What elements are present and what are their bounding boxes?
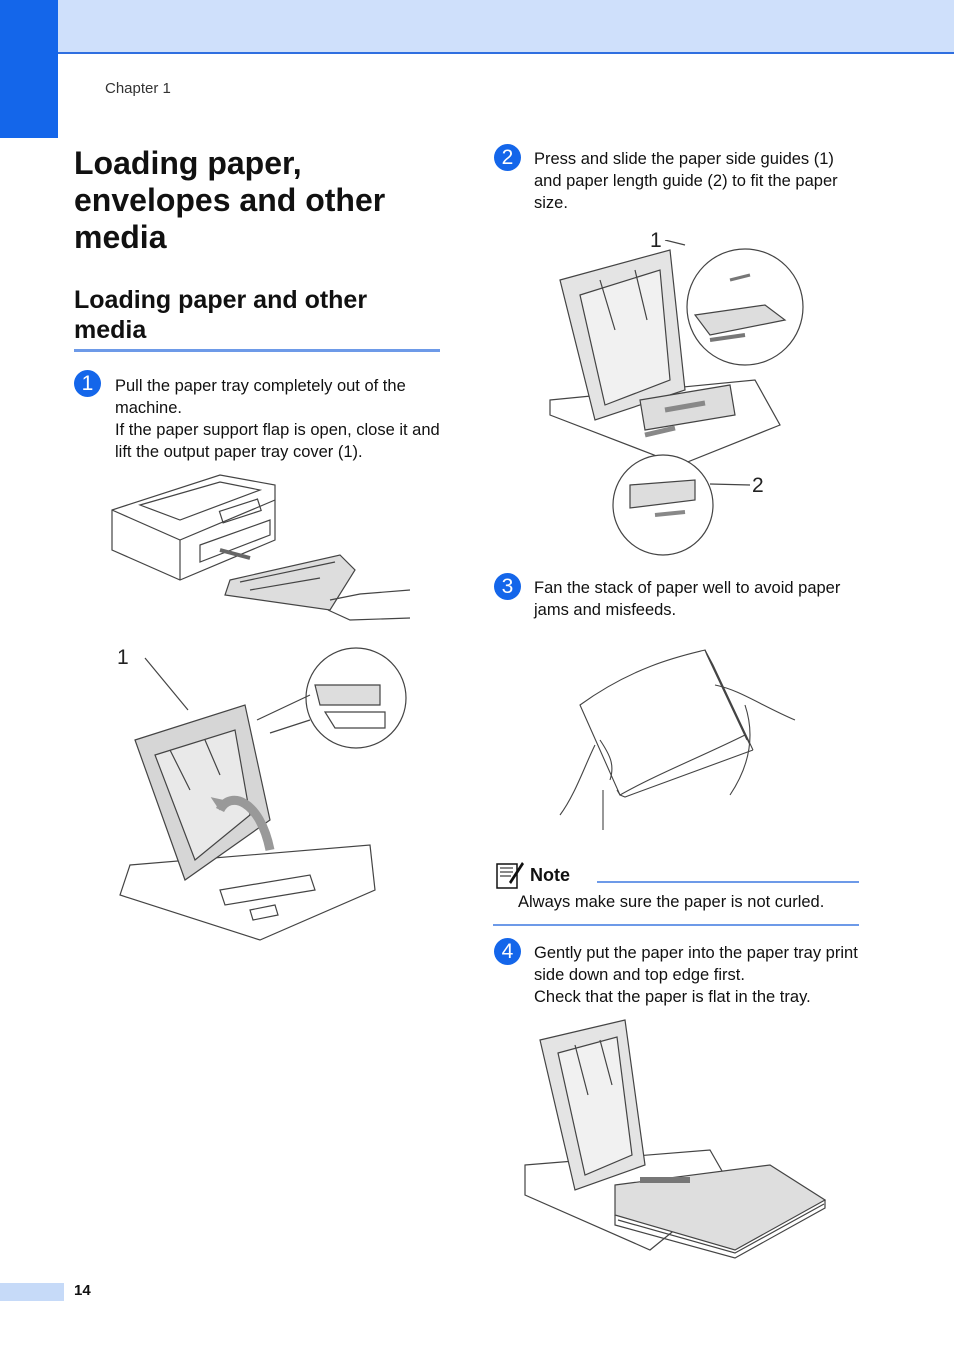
- step-3-badge: 3: [494, 573, 521, 600]
- note-bottom-rule: [493, 924, 859, 926]
- printer-tray-figure: [111, 474, 411, 621]
- callout-side-guides: 1: [650, 229, 662, 252]
- note-pencil-icon: [496, 862, 524, 889]
- section-title: Loading paper and other media: [74, 286, 368, 344]
- note-title: Note: [530, 865, 570, 885]
- tray-cover-figure: [119, 647, 407, 941]
- fan-paper-figure: [559, 649, 796, 830]
- step-3-line-1: Fan the stack of paper well to avoid pap…: [534, 579, 841, 619]
- header-band: [0, 0, 954, 54]
- load-paper-figure: [524, 1019, 827, 1259]
- step-4-line-1: Gently put the paper into the paper tray…: [534, 944, 858, 984]
- callout-length-guide: 2: [752, 474, 764, 497]
- step-1-line-2: If the paper support flap is open, close…: [115, 421, 440, 461]
- step-4-text: Gently put the paper into the paper tray…: [534, 942, 859, 1008]
- step-2-line-1: Press and slide the paper side guides (1…: [534, 150, 838, 212]
- note-text: Always make sure the paper is not curled…: [518, 893, 825, 911]
- step-2-badge: 2: [494, 144, 521, 171]
- page-title: Loading paper, envelopes and other media: [74, 145, 386, 255]
- step-1-text: Pull the paper tray completely out of th…: [115, 375, 445, 463]
- step-1-badge: 1: [74, 370, 101, 397]
- page-tab: [0, 1283, 64, 1301]
- note-rule: [597, 881, 859, 883]
- step-3-text: Fan the stack of paper well to avoid pap…: [534, 577, 859, 621]
- step-4-line-2: Check that the paper is flat in the tray…: [534, 988, 811, 1006]
- paper-guides-figure: [549, 240, 804, 556]
- step-2-text: Press and slide the paper side guides (1…: [534, 148, 859, 214]
- step-4-badge: 4: [494, 938, 521, 965]
- section-rule: [74, 349, 440, 352]
- chapter-label: Chapter 1: [105, 80, 171, 97]
- step-1-line-1: Pull the paper tray completely out of th…: [115, 377, 406, 417]
- chapter-tab: [0, 0, 58, 138]
- callout-cover: 1: [117, 646, 129, 669]
- page-number: 14: [74, 1282, 91, 1299]
